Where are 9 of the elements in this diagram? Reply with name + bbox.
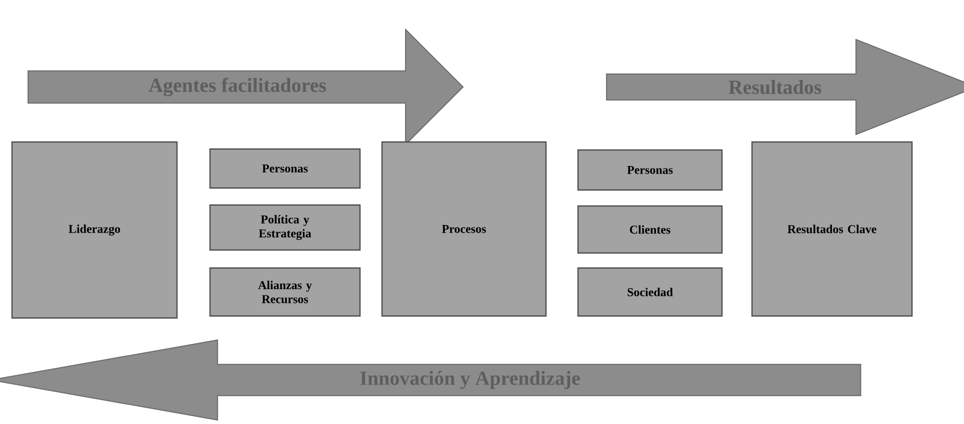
criterion-box: Personas bbox=[209, 148, 361, 189]
criterion-box: Personas bbox=[577, 149, 723, 191]
criterion-box: Procesos bbox=[381, 141, 547, 317]
criterion-box: Alianzas y Recursos bbox=[209, 267, 361, 317]
criterion-box: Clientes bbox=[577, 205, 723, 254]
criterion-box: Liderazgo bbox=[11, 141, 178, 319]
criterion-box: Sociedad bbox=[577, 267, 723, 317]
criterion-box: Política y Estrategia bbox=[209, 204, 361, 251]
criterion-box: Resultados Clave bbox=[751, 141, 913, 317]
